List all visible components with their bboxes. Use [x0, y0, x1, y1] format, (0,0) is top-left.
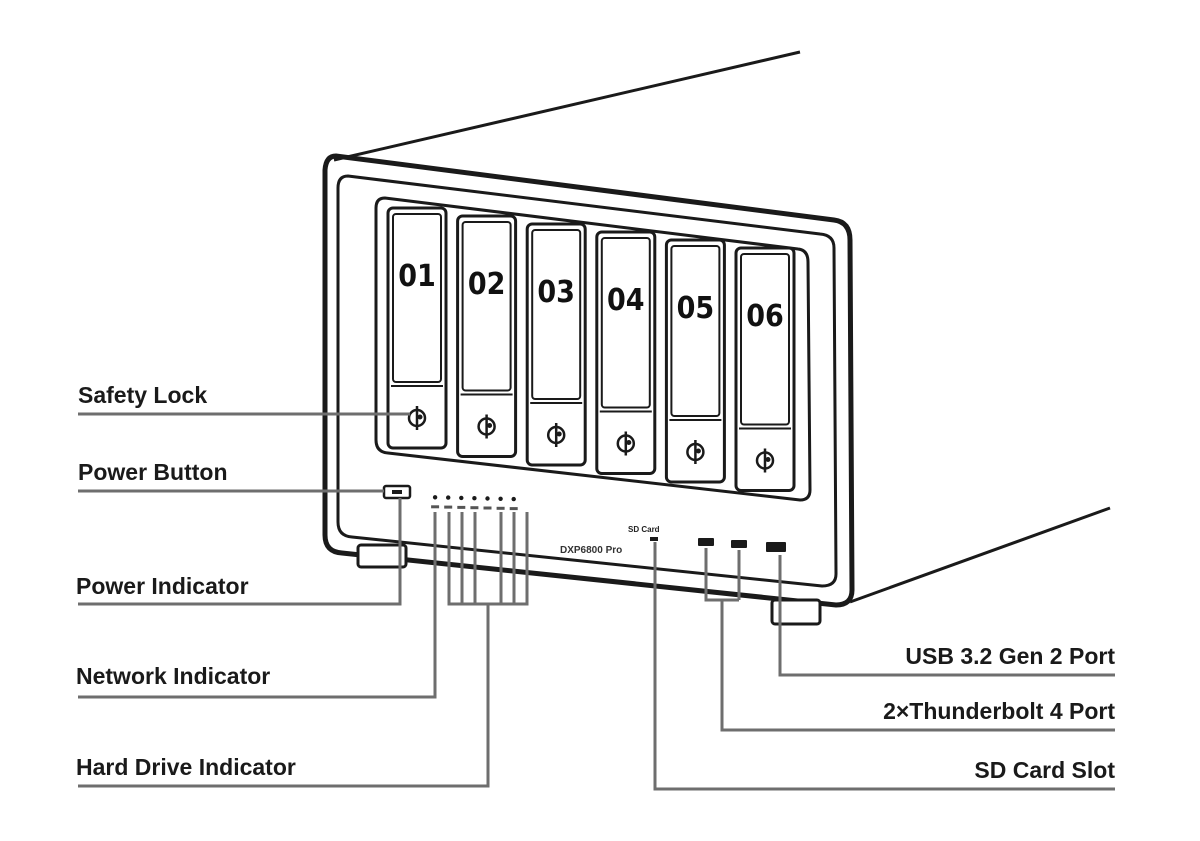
model-label: DXP6800 Pro — [560, 545, 622, 556]
indicator-led-3 — [457, 495, 466, 509]
enclosure-perspective-lines — [333, 50, 1111, 604]
indicator-led-1 — [431, 495, 440, 509]
label-network-indicator: Network Indicator — [76, 663, 270, 689]
leader-hdd-bracket — [447, 512, 529, 606]
label-hard-drive-indicator: Hard Drive Indicator — [76, 754, 296, 780]
leader-lines — [78, 412, 1115, 791]
leader-network-indicator — [78, 512, 437, 699]
indicator-led-2 — [444, 495, 453, 509]
indicator-led-7 — [509, 496, 518, 511]
indicator-led-4 — [470, 496, 479, 510]
lock-icon[interactable] — [546, 423, 566, 447]
label-usb-port: USB 3.2 Gen 2 Port — [905, 643, 1115, 669]
lock-icon[interactable] — [616, 431, 636, 456]
label-power-button: Power Button — [78, 459, 228, 485]
drive-tray-02[interactable]: 02 — [456, 214, 518, 458]
drive-bay-number: 05 — [677, 291, 715, 326]
leader-hard-drive-indicator — [78, 604, 490, 788]
indicator-leds — [431, 495, 518, 511]
label-power-indicator: Power Indicator — [76, 573, 249, 599]
lock-icon[interactable] — [477, 414, 496, 439]
drive-bay-number: 02 — [468, 267, 506, 302]
leader-power-indicator — [78, 498, 402, 606]
usb-port[interactable] — [766, 542, 786, 552]
thunderbolt-port-1[interactable] — [698, 538, 714, 546]
drive-tray-03[interactable]: 03 — [525, 222, 587, 467]
lock-icon[interactable] — [407, 406, 427, 430]
lock-icon[interactable] — [686, 440, 705, 464]
chassis-inner-frame — [336, 174, 838, 588]
sd-slot-label: SD Card — [628, 525, 660, 534]
drive-bay-recess — [374, 196, 812, 502]
indicator-led-6 — [496, 496, 505, 510]
control-strip: SD Card DXP6800 Pro — [382, 484, 786, 556]
callout-labels: Safety Lock Power Button Power Indicator… — [76, 382, 1115, 783]
thunderbolt-port-2[interactable] — [731, 540, 747, 548]
drive-bay-number: 06 — [746, 299, 784, 334]
label-sd-card-slot: SD Card Slot — [974, 757, 1115, 783]
drive-trays: 01 02 03 04 05 06 — [386, 206, 796, 492]
indicator-led-5 — [483, 496, 492, 510]
chassis-feet — [356, 543, 822, 626]
drive-bay-number: 04 — [607, 283, 645, 318]
foot-right — [770, 598, 822, 626]
chassis — [322, 153, 855, 608]
drive-tray-04[interactable]: 04 — [595, 230, 657, 475]
leader-sd-card-slot — [653, 542, 1115, 791]
label-thunderbolt-port: 2×Thunderbolt 4 Port — [883, 698, 1115, 724]
sd-card-slot[interactable] — [650, 537, 658, 541]
label-safety-lock: Safety Lock — [78, 382, 207, 408]
foot-left — [356, 543, 408, 569]
drive-tray-06[interactable]: 06 — [734, 246, 796, 492]
leader-usb-port — [778, 555, 1115, 677]
drive-tray-01[interactable]: 01 — [386, 206, 448, 450]
drive-tray-05[interactable]: 05 — [664, 238, 726, 484]
drive-bay-number: 01 — [398, 259, 436, 294]
chassis-outer-frame — [322, 153, 855, 608]
drive-bay-number: 03 — [537, 275, 575, 310]
lock-icon[interactable] — [755, 448, 775, 473]
